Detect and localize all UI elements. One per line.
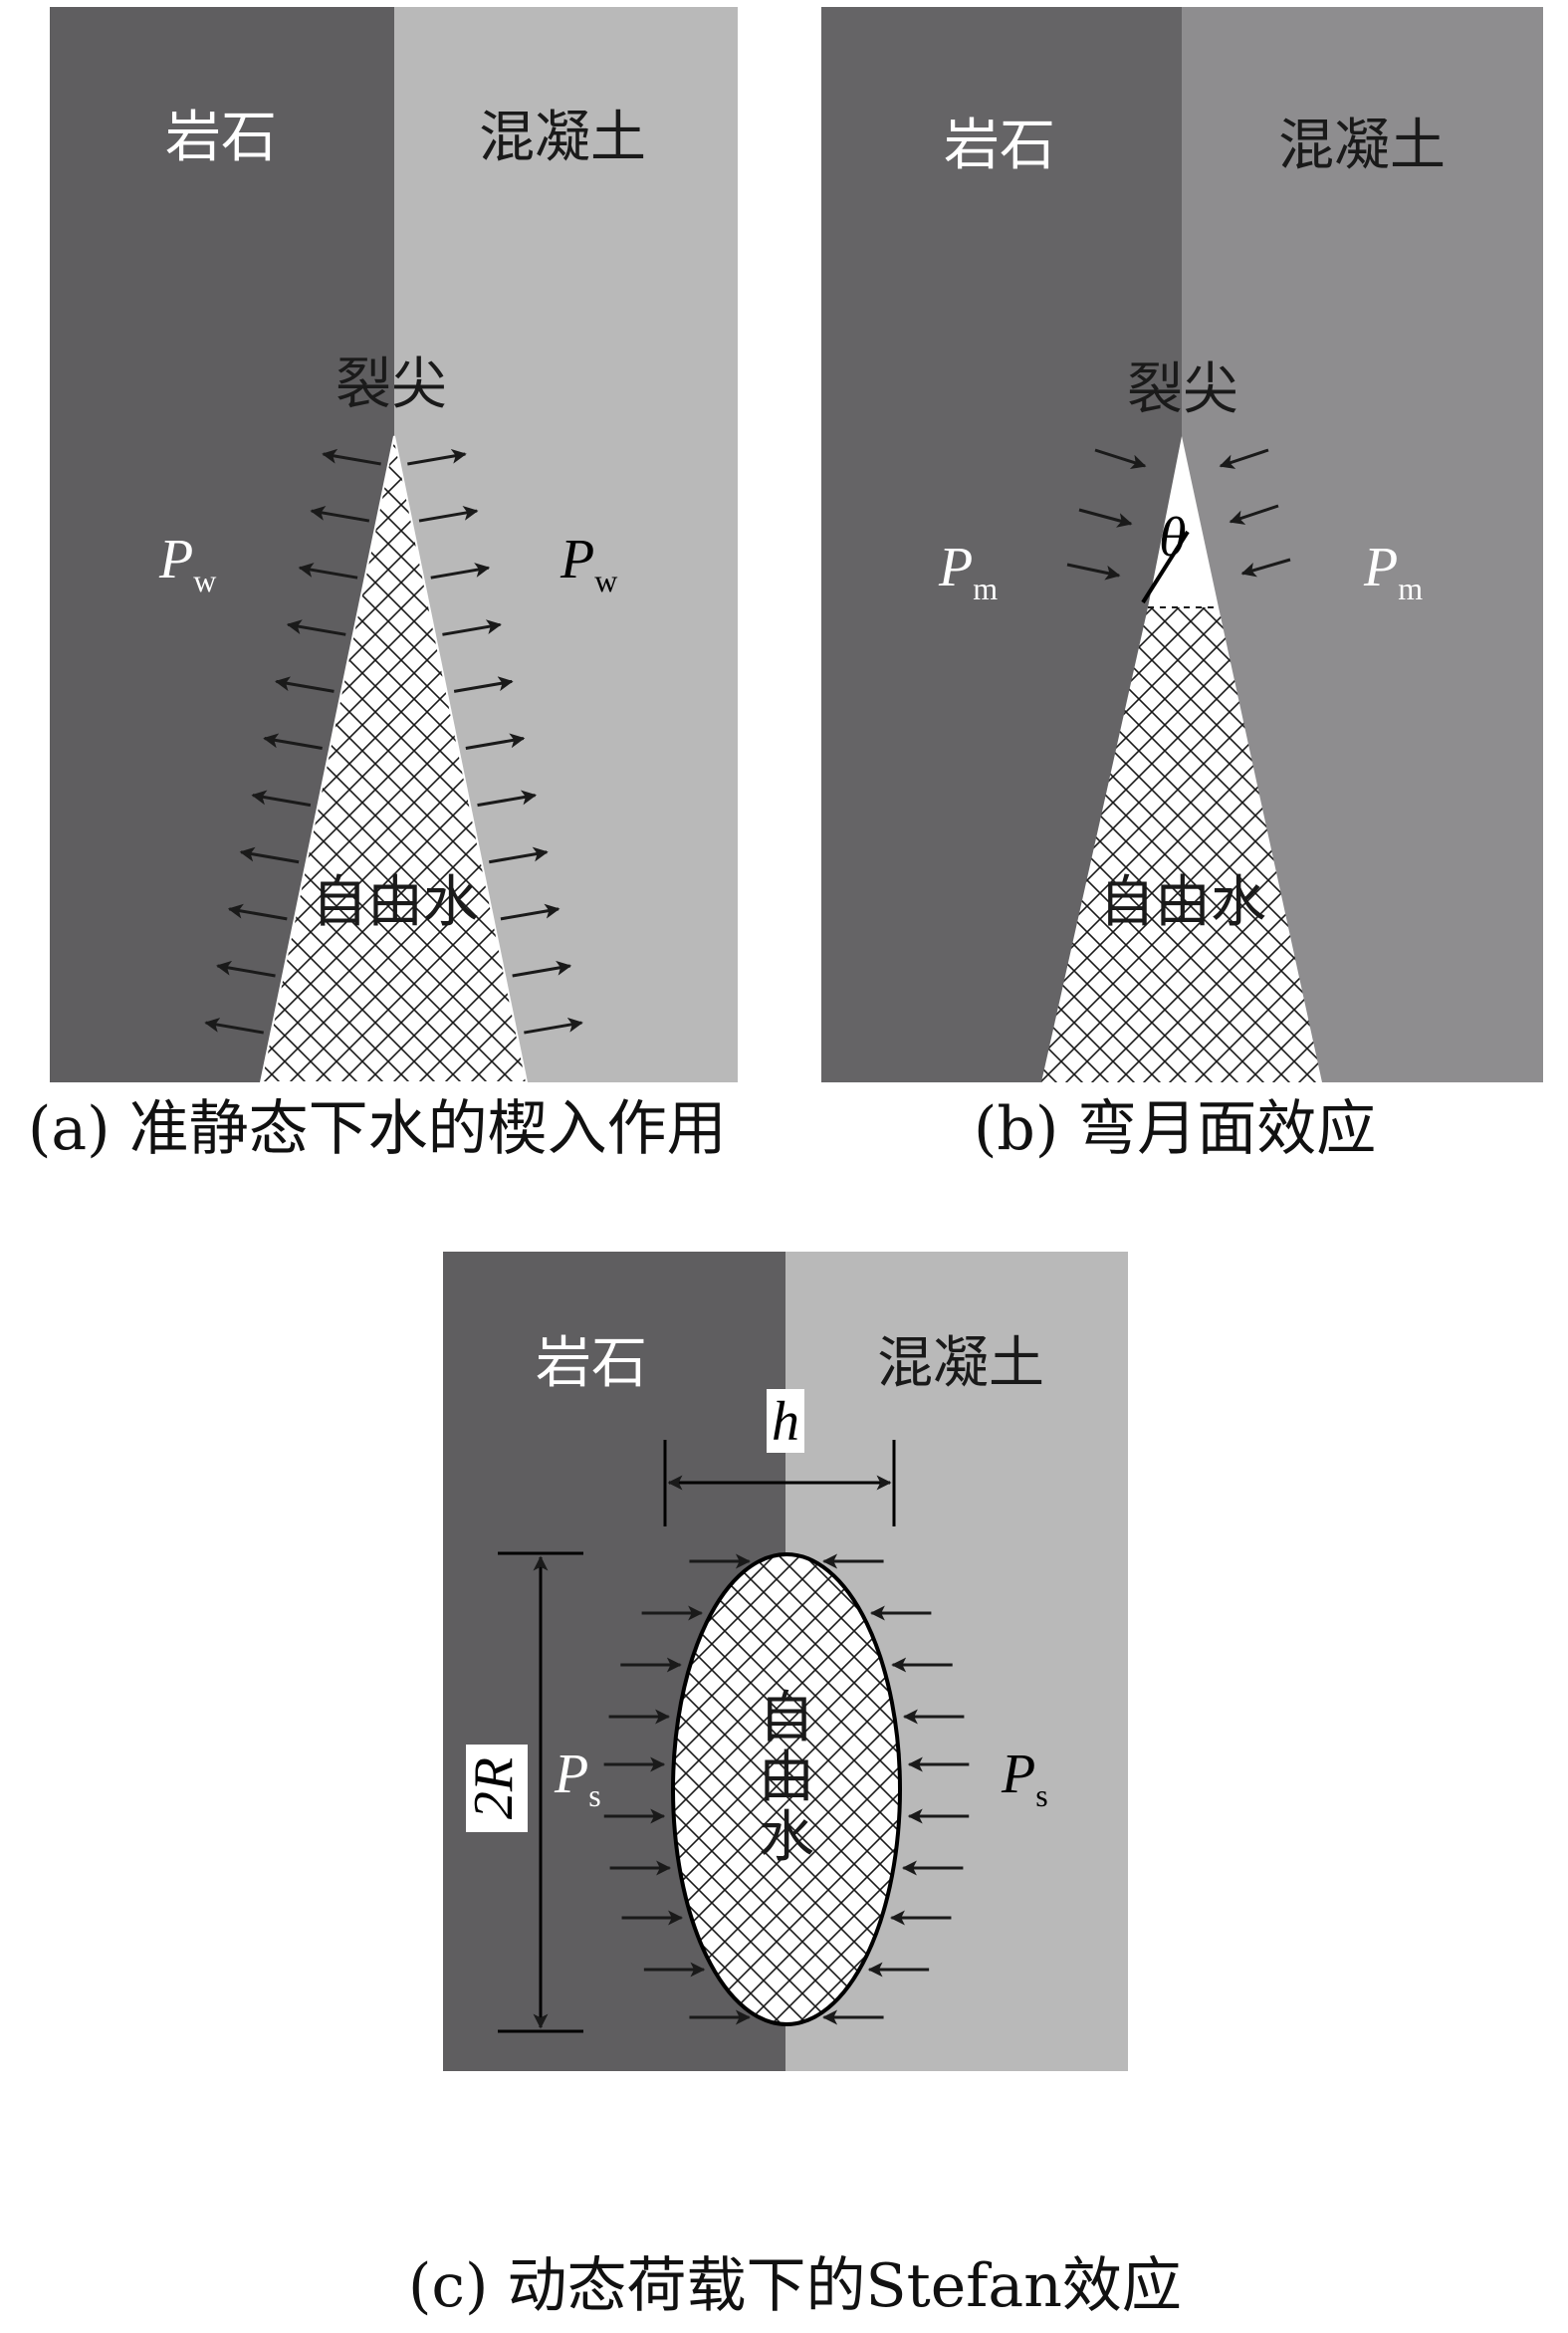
pressure-label-right: Pw [560,529,617,598]
pressure-arrow [310,505,370,523]
free-water-label: 自由水 [312,870,479,935]
height-label-box [466,1745,528,1832]
free-water-wedge [1041,607,1322,1082]
pressure-arrow [251,790,312,808]
pressure-arrow [418,505,479,523]
concrete-label: 混凝土 [479,106,646,170]
width-label: h [772,1391,799,1453]
pressure-arrow [488,846,549,864]
pressure-arrows [204,448,583,1035]
rock-label: 岩石 [165,106,277,170]
panel-a-wedging: 岩石 混凝土 裂尖 Pw Pw 自由水 (a) 准静态下水的楔入作用 [28,7,738,1164]
pressure-arrow [1094,448,1147,470]
pressure-arrow [430,563,491,580]
panel-c-stefan: h 2R 岩石 混凝土 Ps Ps 自 由 水 (c) 动态荷载下的Stefan… [408,1252,1182,2321]
pressure-arrow [298,563,358,580]
pressure-arrow [227,903,288,921]
free-water-char-2: 由 [759,1746,814,1810]
pressure-arrow [442,619,502,636]
crack-tip-label: 裂尖 [336,352,447,417]
width-label-box [767,1389,804,1453]
pressure-arrow [1078,508,1133,528]
free-water-wedge [259,435,529,1083]
pressure-label-left: Pm [938,537,998,606]
free-water-char-1: 自 [759,1686,814,1750]
pressure-arrow [1219,448,1269,469]
free-water-ellipse [671,1552,902,2026]
pressure-arrows [1066,448,1291,581]
pressure-arrow [239,846,300,864]
pressure-label-left: Pw [158,529,216,598]
pressure-arrow [1240,558,1291,578]
pressure-arrow [1066,563,1121,581]
pressure-arrow [216,960,276,978]
rock-label: 岩石 [944,114,1055,178]
concrete-label: 混凝土 [877,1331,1044,1396]
panel-b-meniscus: 岩石 混凝土 裂尖 θ Pm Pm 自由水 (b) 弯月面效应 [821,7,1543,1164]
pressure-label-left: Ps [554,1744,601,1813]
pressure-arrow [477,790,538,808]
contact-angle-line [1141,530,1190,604]
caption-b: (b) 弯月面效应 [974,1094,1376,1164]
pressure-arrow [274,676,335,693]
pressure-arrow [1229,504,1279,525]
crack-tip-label: 裂尖 [1127,357,1238,422]
pressure-arrow [524,1017,583,1035]
pressure-arrow [407,448,467,466]
free-water-label: 自由水 [1099,870,1266,935]
caption-c: (c) 动态荷载下的Stefan效应 [408,2251,1182,2321]
concrete-label: 混凝土 [1278,114,1446,178]
caption-a: (a) 准静态下水的楔入作用 [28,1094,727,1164]
pressure-label-right: Ps [1001,1744,1048,1813]
pressure-arrow [453,676,514,693]
pressure-arrow [204,1017,264,1035]
pressure-arrows [603,1553,970,2025]
rock-label: 岩石 [536,1331,647,1396]
pressure-arrow [263,733,323,750]
pressure-arrow [512,960,572,978]
height-label: 2R [463,1757,525,1819]
free-water-char-3: 水 [759,1805,814,1870]
pressure-label-right: Pm [1363,537,1423,606]
pressure-arrow [500,903,560,921]
pressure-arrow [465,733,526,750]
contact-angle-label: θ [1159,507,1187,569]
pressure-arrow [286,619,346,636]
pressure-arrow [322,448,381,466]
